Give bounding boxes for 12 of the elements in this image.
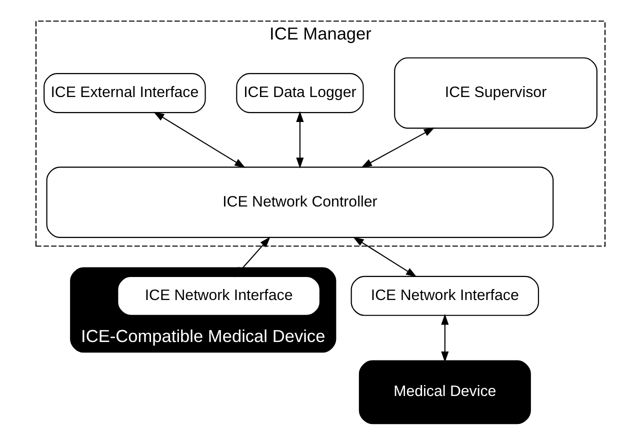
- node-box: ICE Supervisor: [394, 57, 597, 129]
- node-box: ICE External Interface: [43, 73, 206, 114]
- arrow: [360, 128, 434, 168]
- node-box: ICE Data Logger: [236, 73, 364, 114]
- arrow: [440, 314, 448, 362]
- node-box: ICE Network Interface: [350, 276, 539, 316]
- node-box: ICE Network Interface: [116, 276, 320, 316]
- arrow: [296, 111, 304, 168]
- node-box: Medical Device: [358, 360, 530, 424]
- arrow: [152, 112, 245, 168]
- arrow: [352, 236, 416, 278]
- node-box: ICE Network Controller: [46, 166, 554, 238]
